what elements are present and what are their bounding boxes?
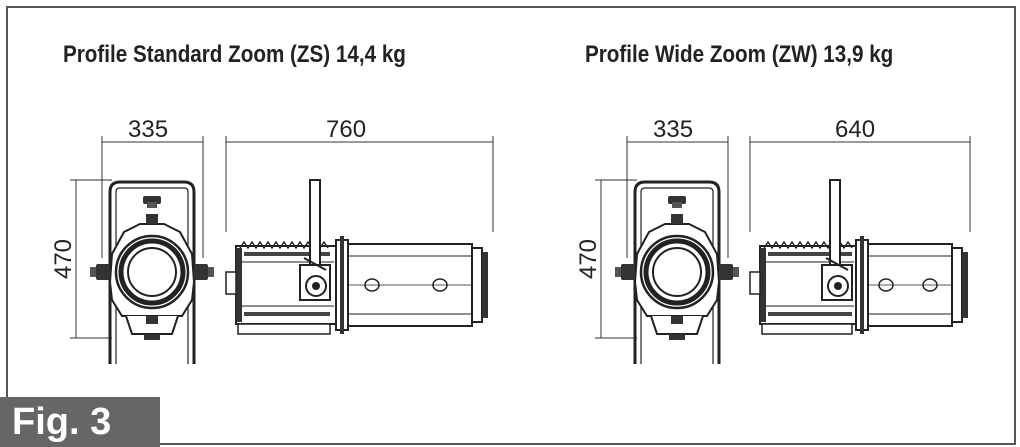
side-view-standard [225,179,488,335]
left-front-width: 335 [128,116,169,143]
left-side-length: 760 [326,116,367,143]
figure-label: Fig. 3 [0,397,160,447]
title-standard-zoom: Profile Standard Zoom (ZS) 14,4 kg [63,41,406,68]
figure-frame [6,6,1016,445]
title-wide-zoom: Profile Wide Zoom (ZW) 13,9 kg [585,41,894,68]
side-view-wide [749,179,968,335]
right-side-length: 640 [835,116,876,143]
right-front-width: 335 [653,116,694,143]
